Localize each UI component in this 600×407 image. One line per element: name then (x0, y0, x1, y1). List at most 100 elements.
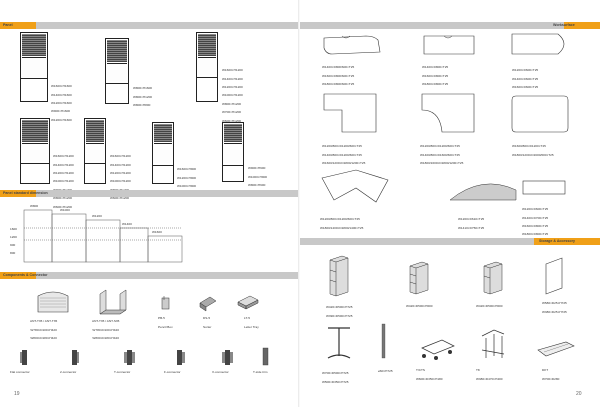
component-spec: DS-5 Sorter (203, 316, 212, 329)
accessory-spec: T/CTS W600×D350×H180 (416, 368, 443, 381)
dimension-top-label: W1200 (92, 214, 102, 218)
storage-spec: W420×D500×H600 (476, 304, 503, 309)
dimension-top-label: W1400 (122, 222, 132, 226)
storage-section-title: Storage & Accessory (539, 239, 576, 243)
storage-spec: W580×D25×H725 W380×D25×H725 (542, 301, 567, 314)
dimension-section-title: Panel standard dimension (3, 191, 48, 195)
storage-band (300, 238, 600, 245)
worksurface-drawing (449, 183, 517, 201)
panel-spec: W800×H1600 W800×H1200 W800×H800 (133, 86, 153, 108)
worksurface-band-accent (564, 22, 600, 29)
open-shelf-drawing (99, 289, 127, 315)
desk-leg-drawing (327, 327, 351, 359)
dimension-top-label: W800 (30, 204, 39, 208)
panel-spec: W1600×H1200 W1400×H1200 W1200×H1200 W100… (53, 154, 74, 209)
panel-spec: W1600×H1200 W1400×H1200 W1200×H1200 W100… (110, 154, 131, 201)
panel-band-accent (0, 22, 36, 29)
component-spec: ANT-T35 / ANT-T35 W780×D100×H420 W800×D1… (30, 319, 58, 341)
mobile-pedestal-drawing (409, 261, 429, 295)
pedestal-drawing (329, 255, 349, 297)
worksurface-spec: W1200/800×D1200/600×T25 W1800/1400×D1800… (320, 217, 364, 230)
accessory-spec: ø60×H725 (378, 369, 393, 374)
panel-drawing (105, 38, 129, 104)
panel-drawing (20, 118, 50, 184)
worksurface-drawing (511, 95, 569, 133)
left-page: Panel W1600×H1600 W1400×H1600 W1200×H160… (0, 22, 300, 397)
modesty-panel-drawing (545, 257, 563, 295)
letter-tray-drawing (237, 295, 259, 310)
dimension-row-label: 1200 (10, 235, 17, 239)
panel-drawing (20, 32, 48, 102)
dimension-diagram (23, 209, 183, 263)
components-band (0, 272, 300, 279)
cpu-holder-drawing (421, 339, 455, 360)
dimension-row-label: 900 (10, 243, 16, 247)
panel-drawing (84, 118, 106, 184)
panel-drawing (152, 122, 174, 184)
components-section-title: Components & Connector (3, 273, 48, 277)
x-connector-icon (222, 350, 233, 365)
dimension-row-label: 1600 (10, 227, 17, 231)
worksurface-spec: W1400×D800/600×T25 W1600×D800/600×T25 W1… (322, 65, 355, 87)
dimension-top-label: W1000 (60, 208, 70, 212)
storage-spec: W420×D500×H725 W390×D500×H725 (326, 305, 353, 318)
accessory-spec: T8 W380×D470×H400 (476, 368, 503, 381)
connector-label: F-connector (164, 370, 181, 374)
sorter-drawing (199, 296, 217, 312)
connector-label: T-side trim (253, 370, 268, 374)
panel-band (0, 22, 300, 29)
worksurface-drawing (323, 93, 377, 133)
panel-drawing (196, 32, 218, 102)
panel-spec: W1600×H1600 W1400×H1600 W1200×H1600 W900… (51, 84, 72, 122)
connector-label: T-connector (114, 370, 131, 374)
accessory-spec: W700×D500×H725 W500×D350×H725 (322, 371, 349, 384)
pencil-box-drawing (161, 296, 170, 310)
components-band-accent (0, 272, 36, 279)
worksurface-spec: W1200×D600×T25 W1400×D600×T25 W1600×D600… (512, 68, 539, 90)
panel-spec: W900×H900 W1000×H900 W800×H900 (248, 166, 268, 188)
dimension-band (0, 190, 300, 197)
dimension-row-label: 800 (10, 251, 16, 255)
accessory-spec: DKT W700×D280 (542, 368, 560, 381)
dimension-band-accent (0, 190, 36, 197)
worksurface-drawing (321, 169, 389, 203)
flat-connector-icon (20, 350, 27, 365)
overhead-cabinet-drawing (37, 291, 69, 313)
worksurface-drawing (323, 35, 381, 55)
page-number: 19 (14, 391, 20, 397)
worksurface-spec: W1200×D600×T25 W1400×D700×T25 W1600×D800… (522, 207, 549, 237)
t-connector-icon (124, 350, 135, 365)
worksurface-drawing (421, 93, 475, 133)
side-trim-icon (262, 347, 269, 366)
worksurface-spec: W1200×D610×T25 W1410×D750×T25 (458, 217, 485, 230)
connector-label: 2-connector (60, 370, 77, 374)
storage-spec: W420×D500×H600 (406, 304, 433, 309)
round-leg-drawing (381, 323, 386, 359)
connector-label: Flat connector (10, 370, 30, 374)
right-page: Worksurface W1400×D800/600×T25 W1600×D80… (300, 0, 600, 407)
component-spec: LT-5 Letter Tray (244, 316, 259, 329)
page-number: 20 (576, 391, 582, 397)
keyboard-tray-drawing (537, 341, 575, 357)
component-spec: PB-5 Pencil Box (158, 316, 173, 329)
mobile-pedestal-drawing (483, 261, 503, 295)
worksurface-spec: W1200/800×D1200/600×T25 W1400/800×D1600/… (420, 144, 464, 166)
worksurface-band (300, 22, 600, 29)
dimension-top-label: W1600 (152, 230, 162, 234)
two-connector-icon (72, 350, 79, 365)
worksurface-drawing (522, 180, 566, 195)
component-spec: ANT-T35 / ANT-S35 W780×D100×H420 W800×D1… (92, 319, 120, 341)
panel-spec: W1600×H1200 W1400×H1200 W1200×H1200 W100… (222, 68, 243, 123)
f-connector-icon (177, 350, 185, 365)
worksurface-spec: W1200/800×D1200/600×T25 W1400/800×D1200/… (322, 144, 366, 166)
worksurface-spec: W1400×D800×T25 W1600×D800×T25 W1800×D800… (422, 65, 449, 87)
connector-label: X-connector (212, 370, 229, 374)
cable-tray-drawing (481, 329, 505, 358)
storage-band-accent (534, 238, 600, 245)
worksurface-spec: W1600/800×D1200×T25 W1800/1200×D1600/600… (512, 144, 554, 157)
worksurface-drawing (511, 33, 565, 55)
worksurface-section-title: Worksurface (553, 23, 575, 27)
panel-section-title: Panel (3, 23, 13, 27)
panel-drawing (222, 122, 244, 182)
worksurface-drawing (423, 35, 475, 55)
